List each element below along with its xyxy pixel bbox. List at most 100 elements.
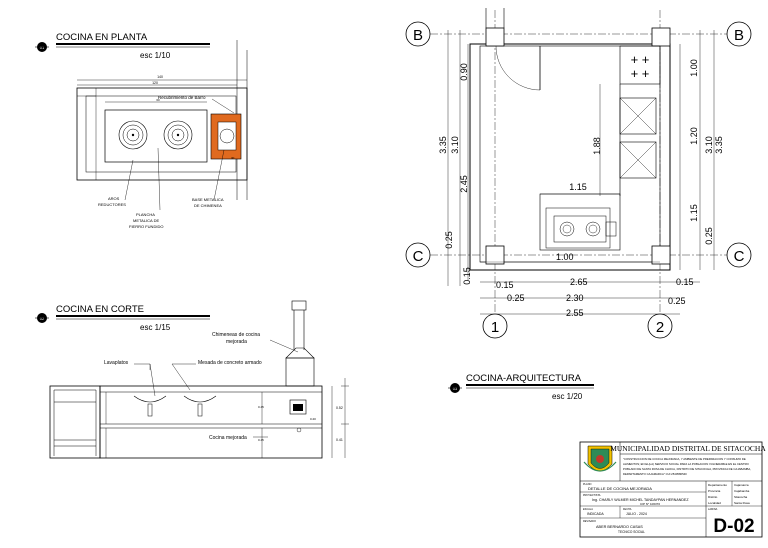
tb-proyectista: Ing. CHARLY WILMER MICHEL TANDAYPAN HERN… bbox=[592, 498, 689, 502]
plan-scale: esc 1/10 bbox=[140, 51, 171, 60]
section-dim-3: 0.52 bbox=[336, 406, 343, 410]
dim-right-base: 0.25 bbox=[704, 227, 714, 245]
axis-c-right-label: C bbox=[734, 248, 745, 265]
arch-title: COCINA-ARQUITECTURA bbox=[466, 373, 582, 384]
section-label-mesada: Mesada de concreto armado bbox=[198, 360, 262, 366]
axis-b-left-label: B bbox=[413, 27, 423, 44]
plan-stove-body bbox=[76, 87, 248, 181]
tb-cip: CIP N° 106370 bbox=[640, 502, 660, 506]
tb-proyectista-label: PROYECTISTA bbox=[583, 494, 601, 497]
section-sink-right bbox=[183, 395, 217, 403]
section-label-cocina: Cocina mejorada bbox=[209, 435, 247, 441]
tb-prov: Cajabamba bbox=[734, 489, 750, 493]
dim-h-025-right: 0.25 bbox=[668, 296, 686, 306]
tb-plano-label: PLANO bbox=[583, 483, 592, 486]
tb-fecha-label: FECHA bbox=[623, 508, 632, 511]
section-chimney bbox=[285, 357, 315, 387]
tb-loc-label: Localidad bbox=[708, 501, 721, 505]
plus-icon: + + bbox=[631, 52, 650, 67]
title-block: MUNICIPALIDAD DISTRITAL DE SITACOCHA "CO… bbox=[579, 441, 766, 538]
plan-label-plancha-1: PLANCHA bbox=[136, 212, 155, 217]
dim-left-total: 3.35 bbox=[438, 136, 448, 154]
tb-project-1: "CONSTRUCCION DE COCICA MEJORADA, Y AMBI… bbox=[623, 457, 746, 461]
plan-label-revestimiento: Recubrimiento de Barro bbox=[158, 95, 206, 100]
section-scale: esc 1/15 bbox=[140, 323, 171, 332]
section-marker: 02 bbox=[40, 316, 45, 321]
arch-stove bbox=[553, 215, 607, 243]
section-counter bbox=[99, 385, 323, 459]
plan-label-aros-2: REDUCTORES bbox=[98, 202, 126, 207]
dim-right-mid: 1.20 bbox=[689, 127, 699, 145]
room-outer-wall bbox=[469, 43, 671, 271]
plus-icon: + + bbox=[631, 66, 650, 81]
section-view: 02 COCINA EN CORTE esc 1/15 Chimeneas de… bbox=[35, 300, 349, 459]
dim-left-inner: 3.10 bbox=[450, 136, 460, 154]
tb-prov-label: Provincia bbox=[708, 489, 721, 493]
tb-escala: INDICADA bbox=[587, 512, 604, 516]
axis-b-right-label: B bbox=[734, 27, 744, 44]
door-swing bbox=[495, 45, 541, 91]
municipal-shield-icon bbox=[583, 445, 617, 472]
dim-h-265: 2.65 bbox=[570, 277, 588, 287]
tb-revisado-role: TECNICO SOCIAL bbox=[618, 530, 645, 534]
plan-dim-overall: 140 bbox=[157, 75, 163, 79]
section-label-chimenea-2: mejorada bbox=[226, 339, 247, 345]
plan-view: 01 COCINA EN PLANTA esc 1/10 140 120 60 bbox=[35, 32, 248, 229]
dim-right-top: 1.00 bbox=[689, 59, 699, 77]
dim-1-88: 1.88 bbox=[592, 137, 602, 155]
tb-project-4: DEPARTAMENTO CAJAMARCA" CUI 2540580540 bbox=[623, 472, 687, 476]
dim-1-15: 1.15 bbox=[569, 182, 587, 192]
section-dim-2: 0.45 bbox=[258, 405, 264, 409]
tb-sheet-number: D-02 bbox=[713, 516, 754, 537]
plan-burner-left bbox=[118, 120, 148, 150]
plan-label-base-1: BASE METALICA bbox=[192, 197, 224, 202]
plan-label-plancha-2: METALICA DE bbox=[133, 218, 159, 223]
architecture-view: B B C C 1 2 + + + + bbox=[405, 8, 752, 401]
plan-label-plancha-3: FIERRO FUNDIDO bbox=[129, 224, 163, 229]
plan-burner-plate bbox=[104, 109, 208, 163]
dim-right-low: 1.15 bbox=[689, 204, 699, 222]
tb-escala-label: ESCALA bbox=[583, 508, 593, 511]
section-dim-4: 0.41 bbox=[336, 438, 343, 442]
tb-municipality: MUNICIPALIDAD DISTRITAL DE SITACOCHA bbox=[610, 444, 766, 453]
section-label-chimenea-1: Chimeneas de cocina bbox=[212, 332, 260, 338]
plan-burner-right bbox=[163, 120, 193, 150]
axis-2-label: 2 bbox=[656, 319, 664, 336]
tb-revisado-label: REVISADO bbox=[583, 520, 596, 523]
dim-left-top: 0.90 bbox=[459, 63, 469, 81]
tb-plano: DETALLE DE COCINA MEJORADA bbox=[588, 486, 652, 491]
section-sink-left bbox=[133, 395, 167, 403]
axis-1-label: 1 bbox=[491, 319, 499, 336]
section-dim-1: 0.20 bbox=[310, 417, 316, 421]
arch-marker: 03 bbox=[453, 386, 458, 391]
tb-fecha: JULIO - 2024 bbox=[626, 512, 647, 516]
tb-project-2: ALIMENTOS; EN EL(LA) SERVICIO SOCIAL PAR… bbox=[623, 462, 750, 466]
dim-1-00-bottom: 1.00 bbox=[556, 252, 574, 262]
arch-stove-top bbox=[619, 45, 661, 85]
plan-label-aros-1: AROS bbox=[108, 196, 120, 201]
dim-left-mid: 2.45 bbox=[459, 175, 469, 193]
dim-h-015-left: 0.15 bbox=[496, 280, 514, 290]
plan-label-base-2: DE CHIMENEA bbox=[194, 203, 222, 208]
dim-h-025-left: 0.25 bbox=[507, 293, 525, 303]
axis-c-left-label: C bbox=[413, 248, 424, 265]
plan-title: COCINA EN PLANTA bbox=[56, 32, 148, 43]
dim-right-total-b: 3.35 bbox=[714, 136, 724, 154]
tb-dep-label: Departamento bbox=[708, 483, 727, 487]
plan-dim-burner: 60 bbox=[156, 98, 160, 102]
section-dim-5: 0.45 bbox=[258, 438, 264, 442]
section-stove-door bbox=[289, 399, 307, 415]
dim-h-255: 2.55 bbox=[566, 308, 584, 318]
tb-lamina-label: LAMINA bbox=[708, 508, 718, 511]
tb-loc: Santa Rosa bbox=[734, 501, 750, 505]
plan-dim-small: 30 bbox=[231, 156, 235, 160]
dim-right-total-a: 3.10 bbox=[704, 136, 714, 154]
section-title: COCINA EN CORTE bbox=[56, 304, 144, 315]
tb-dist-label: Distrito bbox=[708, 495, 718, 499]
dim-h-015-right: 0.15 bbox=[676, 277, 694, 287]
dim-left-bottom: 0.25 bbox=[444, 231, 454, 249]
tb-dep: Cajamarca bbox=[734, 483, 749, 487]
tb-project-3: POBLADO DE SANTA ROSA DE CHOCA, DISTRITO… bbox=[623, 467, 751, 471]
